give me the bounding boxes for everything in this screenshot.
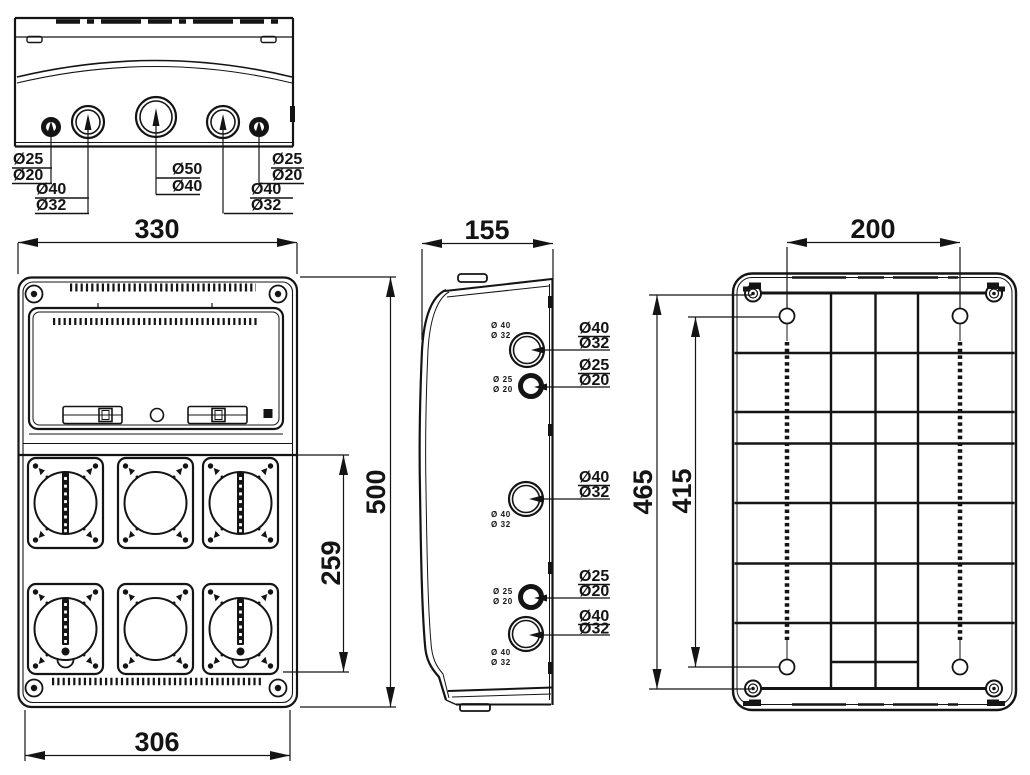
- back-corner-screws: [744, 284, 1003, 698]
- label-d32-left: Ø32: [36, 197, 66, 214]
- label-d50-center: Ø50: [172, 161, 202, 178]
- dim-hole-height-415: 415: [667, 468, 697, 513]
- embossed-d20-top: Ø 20: [493, 385, 513, 394]
- socket-outlet-4: [28, 584, 103, 674]
- label-d40-left: Ø40: [36, 181, 66, 198]
- top-view-labels: Ø25 Ø20 Ø40 Ø32 Ø50 Ø40 Ø40 Ø32 Ø25 Ø20: [12, 151, 304, 215]
- embossed-d32-bottom: Ø 32: [491, 658, 511, 667]
- mounting-hole-top-right: [951, 307, 969, 325]
- side-label-d40-mid: Ø40: [579, 469, 609, 486]
- label-d25-right: Ø25: [272, 151, 302, 168]
- lid-latch-right: [187, 405, 248, 425]
- back-view: [731, 272, 1018, 712]
- dim-width-330: 330: [134, 214, 179, 244]
- hinge-lug-left: [26, 35, 43, 44]
- label-d20-right: Ø20: [272, 167, 302, 184]
- side-view-labels: Ø40 Ø32 Ø25 Ø20 Ø40 Ø32 Ø25 Ø20 Ø40 Ø32: [529, 320, 610, 639]
- back-rim-slots: [792, 276, 958, 706]
- socket-outlet-2: [118, 458, 193, 548]
- side-label-d20-bottom: Ø20: [579, 583, 609, 600]
- socket-outlet-5: [118, 584, 193, 674]
- rib-grid: [734, 294, 1015, 687]
- socket-outlet-6: [203, 584, 278, 674]
- foot-nub: [459, 703, 491, 712]
- lid-dome-arc: [16, 59, 293, 78]
- top-view: Ø25 Ø20 Ø40 Ø32 Ø50 Ø40 Ø40 Ø32 Ø25 Ø20: [12, 16, 304, 215]
- mounting-hole-bottom-left: [778, 658, 796, 676]
- side-label-d25-top: Ø25: [579, 357, 609, 374]
- dim-fixing-height-465: 465: [628, 469, 658, 514]
- back-outline: [731, 272, 1018, 712]
- dim-bottom-width-306: 306: [134, 727, 179, 757]
- side-label-d20-top: Ø20: [579, 372, 609, 389]
- dim-socket-height-259: 259: [316, 540, 346, 585]
- corner-screws: [24, 284, 288, 698]
- dim-depth-155: 155: [464, 215, 509, 245]
- lock-hole: [149, 407, 165, 423]
- side-label-d40-top: Ø40: [579, 320, 609, 337]
- back-view-dimensions: 200 465 415: [628, 214, 961, 690]
- side-label-d40-bottom: Ø40: [579, 608, 609, 625]
- side-view: Ø 40 Ø 32 Ø 25 Ø 20 Ø 40 Ø 32 Ø 25 Ø 20 …: [418, 273, 554, 712]
- side-label-d25-bottom: Ø25: [579, 568, 609, 585]
- label-d40-right: Ø40: [251, 181, 281, 198]
- hinge-lug-right: [260, 35, 277, 44]
- seal-mark: [263, 409, 273, 418]
- embossed-d40-bottom: Ø 40: [491, 648, 511, 657]
- embossed-d32-top: Ø 32: [491, 331, 511, 340]
- corner-clips: [743, 282, 1005, 706]
- hinge-pin-marks: [548, 296, 553, 674]
- side-label-d32-mid: Ø32: [579, 484, 609, 501]
- side-label-d32-top: Ø32: [579, 335, 609, 352]
- enclosure-outline: [17, 276, 299, 709]
- embossed-d32-mid: Ø 32: [491, 520, 511, 529]
- side-hole-40-32-bottom: [507, 615, 545, 653]
- socket-outlet-3: [203, 458, 278, 548]
- lid-latch-left: [62, 405, 123, 425]
- latch-mark: [290, 106, 295, 122]
- embossed-labels: Ø 40 Ø 32 Ø 25 Ø 20 Ø 40 Ø 32 Ø 25 Ø 20 …: [491, 321, 513, 667]
- label-d25-left: Ø25: [13, 151, 43, 168]
- side-view-dimensions: 155: [421, 215, 554, 340]
- top-view-leaders: [47, 108, 263, 214]
- lid-profile: [418, 288, 448, 701]
- mounting-hole-bottom-right: [951, 658, 969, 676]
- label-d40-center: Ø40: [172, 178, 202, 195]
- label-d32-right: Ø32: [251, 197, 281, 214]
- label-d20-left: Ø20: [13, 167, 43, 184]
- side-label-d32-bottom: Ø32: [579, 621, 609, 638]
- dim-height-500: 500: [361, 469, 391, 514]
- front-view-dimensions: 330 306 500 259: [17, 214, 396, 761]
- socket-outlet-1: [28, 458, 103, 548]
- mounting-hole-top-left: [778, 307, 796, 325]
- front-view: [17, 276, 299, 709]
- window-lid: [27, 306, 285, 431]
- embossed-d25-top: Ø 25: [493, 375, 513, 384]
- hinge-nub: [457, 273, 488, 283]
- embossed-d20-bottom: Ø 20: [493, 597, 513, 606]
- embossed-d40-mid: Ø 40: [491, 510, 511, 519]
- embossed-d40-top: Ø 40: [491, 321, 511, 330]
- dim-hole-spacing-200: 200: [850, 214, 895, 244]
- embossed-d25-bottom: Ø 25: [493, 587, 513, 596]
